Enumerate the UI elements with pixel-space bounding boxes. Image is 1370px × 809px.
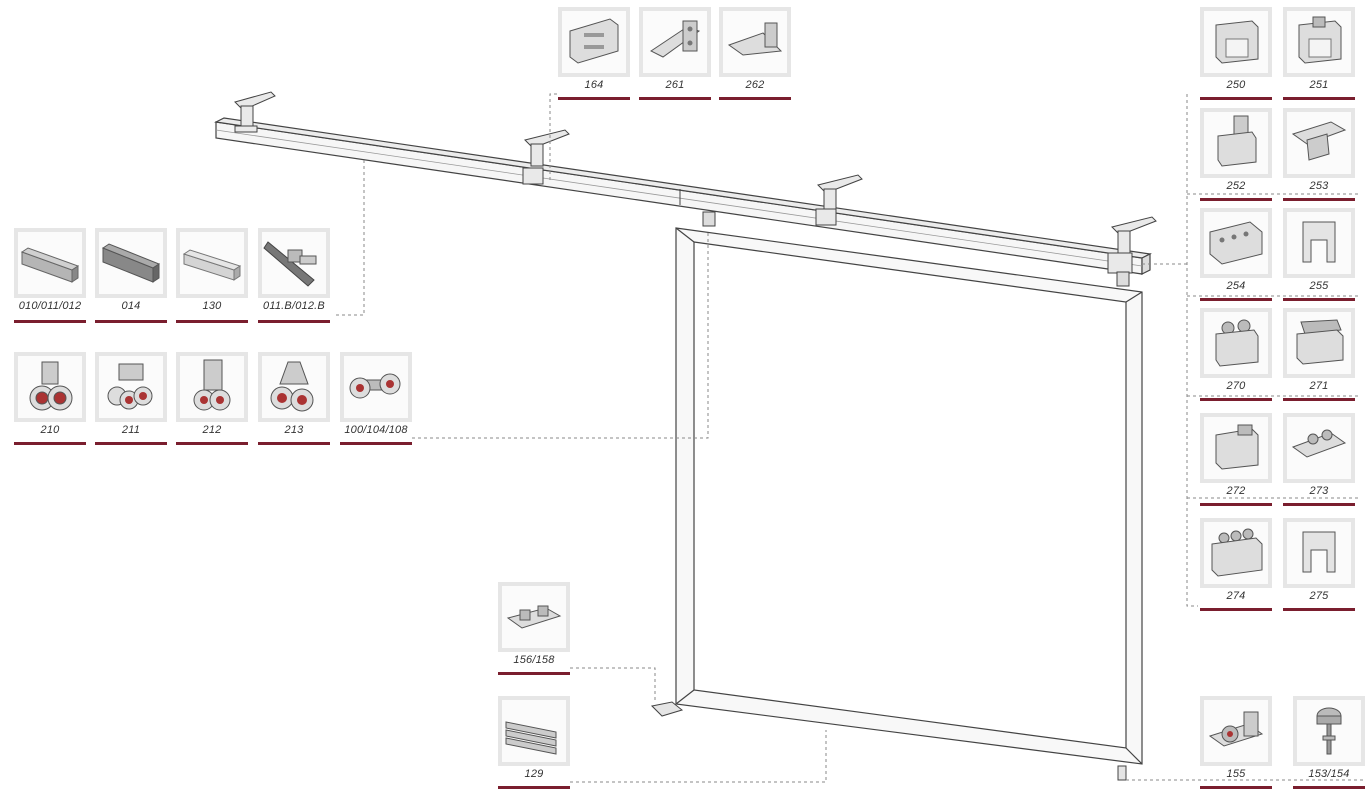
part-code: 254 [1226, 280, 1246, 292]
track-bracket-4 [1107, 216, 1157, 274]
floor-guide-icon [498, 582, 570, 652]
part-code: 156/158 [513, 654, 555, 666]
part-underline [1200, 503, 1272, 506]
part-underline [95, 442, 167, 445]
part-underline [1200, 786, 1272, 789]
track-clamp-icon [1200, 7, 1272, 77]
part-underline [95, 320, 167, 323]
part-underline [1283, 198, 1355, 201]
part-code: 212 [202, 424, 222, 436]
part-code: 252 [1226, 180, 1246, 192]
track-clamp-icon [1200, 308, 1272, 378]
part-code: 213 [284, 424, 304, 436]
part-code: 262 [745, 79, 765, 91]
part-underline [176, 320, 248, 323]
part-underline [1293, 786, 1365, 789]
part-code: 155 [1226, 768, 1246, 780]
part-underline [14, 320, 86, 323]
part-underline [14, 442, 86, 445]
part-underline [176, 442, 248, 445]
part-code: 271 [1309, 380, 1329, 392]
track-with-bracket-icon [258, 228, 330, 298]
wall-bracket-icon [719, 7, 791, 77]
part-code: 210 [40, 424, 60, 436]
trolley-plate-icon [176, 352, 248, 422]
trolley-icon [14, 352, 86, 422]
part-underline [1200, 608, 1272, 611]
track-clamp-icon [1200, 518, 1272, 588]
track-clamp-icon [1283, 7, 1355, 77]
part-underline [258, 442, 330, 445]
floor-guide [650, 701, 1127, 781]
track-profile-light-icon [176, 228, 248, 298]
wall-plate-icon [558, 7, 630, 77]
track-clamp-icon [1283, 308, 1355, 378]
part-underline [1200, 298, 1272, 301]
track-profile-dark-icon [95, 228, 167, 298]
part-underline [1283, 298, 1355, 301]
guide-roller-icon [1293, 696, 1365, 766]
track-bracket-1 [234, 91, 276, 133]
part-code: 164 [584, 79, 604, 91]
part-underline [719, 97, 791, 100]
part-code: 272 [1226, 485, 1246, 497]
track-clamp-icon [1200, 208, 1272, 278]
guide-roller-plate-icon [1200, 696, 1272, 766]
part-code: 255 [1309, 280, 1329, 292]
part-underline [639, 97, 711, 100]
part-underline [498, 786, 570, 789]
part-code: 250 [1226, 79, 1246, 91]
part-underline [1283, 398, 1355, 401]
door-trolleys [702, 211, 1130, 287]
hanger-icon [1283, 208, 1355, 278]
roller-icon [340, 352, 412, 422]
track-brackets [234, 91, 1157, 274]
trolley-icon [95, 352, 167, 422]
part-underline [1200, 398, 1272, 401]
part-underline [1200, 97, 1272, 100]
part-underline [340, 442, 412, 445]
part-code: 011.B/012.B [263, 300, 325, 312]
track-clamp-icon [1200, 413, 1272, 483]
door-frame [675, 227, 1143, 765]
part-code: 153/154 [1308, 768, 1350, 780]
trolley-icon [258, 352, 330, 422]
track-profile-icon [14, 228, 86, 298]
part-code: 261 [665, 79, 685, 91]
part-underline [558, 97, 630, 100]
part-code: 251 [1309, 79, 1329, 91]
part-underline [1283, 503, 1355, 506]
part-code: 274 [1226, 590, 1246, 602]
channel-icon [498, 696, 570, 766]
part-code: 270 [1226, 380, 1246, 392]
track-clamp-icon [1200, 108, 1272, 178]
wall-bracket-icon [639, 7, 711, 77]
flat-clamp-icon [1283, 413, 1355, 483]
part-code: 129 [524, 768, 544, 780]
part-underline [498, 672, 570, 675]
part-underline [258, 320, 330, 323]
part-code: 211 [121, 424, 141, 436]
part-code: 010/011/012 [18, 300, 82, 312]
track-bracket-2 [522, 129, 570, 185]
part-code: 275 [1309, 590, 1329, 602]
part-code: 130 [202, 300, 222, 312]
track-bracket-3 [815, 174, 863, 226]
part-code: 253 [1309, 180, 1329, 192]
part-code: 273 [1309, 485, 1329, 497]
part-code: 100/104/108 [344, 424, 408, 436]
hanger-icon [1283, 518, 1355, 588]
leader-lines [335, 93, 1366, 783]
part-code: 014 [121, 300, 141, 312]
flat-clamp-icon [1283, 108, 1355, 178]
part-underline [1200, 198, 1272, 201]
part-underline [1283, 608, 1355, 611]
part-underline [1283, 97, 1355, 100]
